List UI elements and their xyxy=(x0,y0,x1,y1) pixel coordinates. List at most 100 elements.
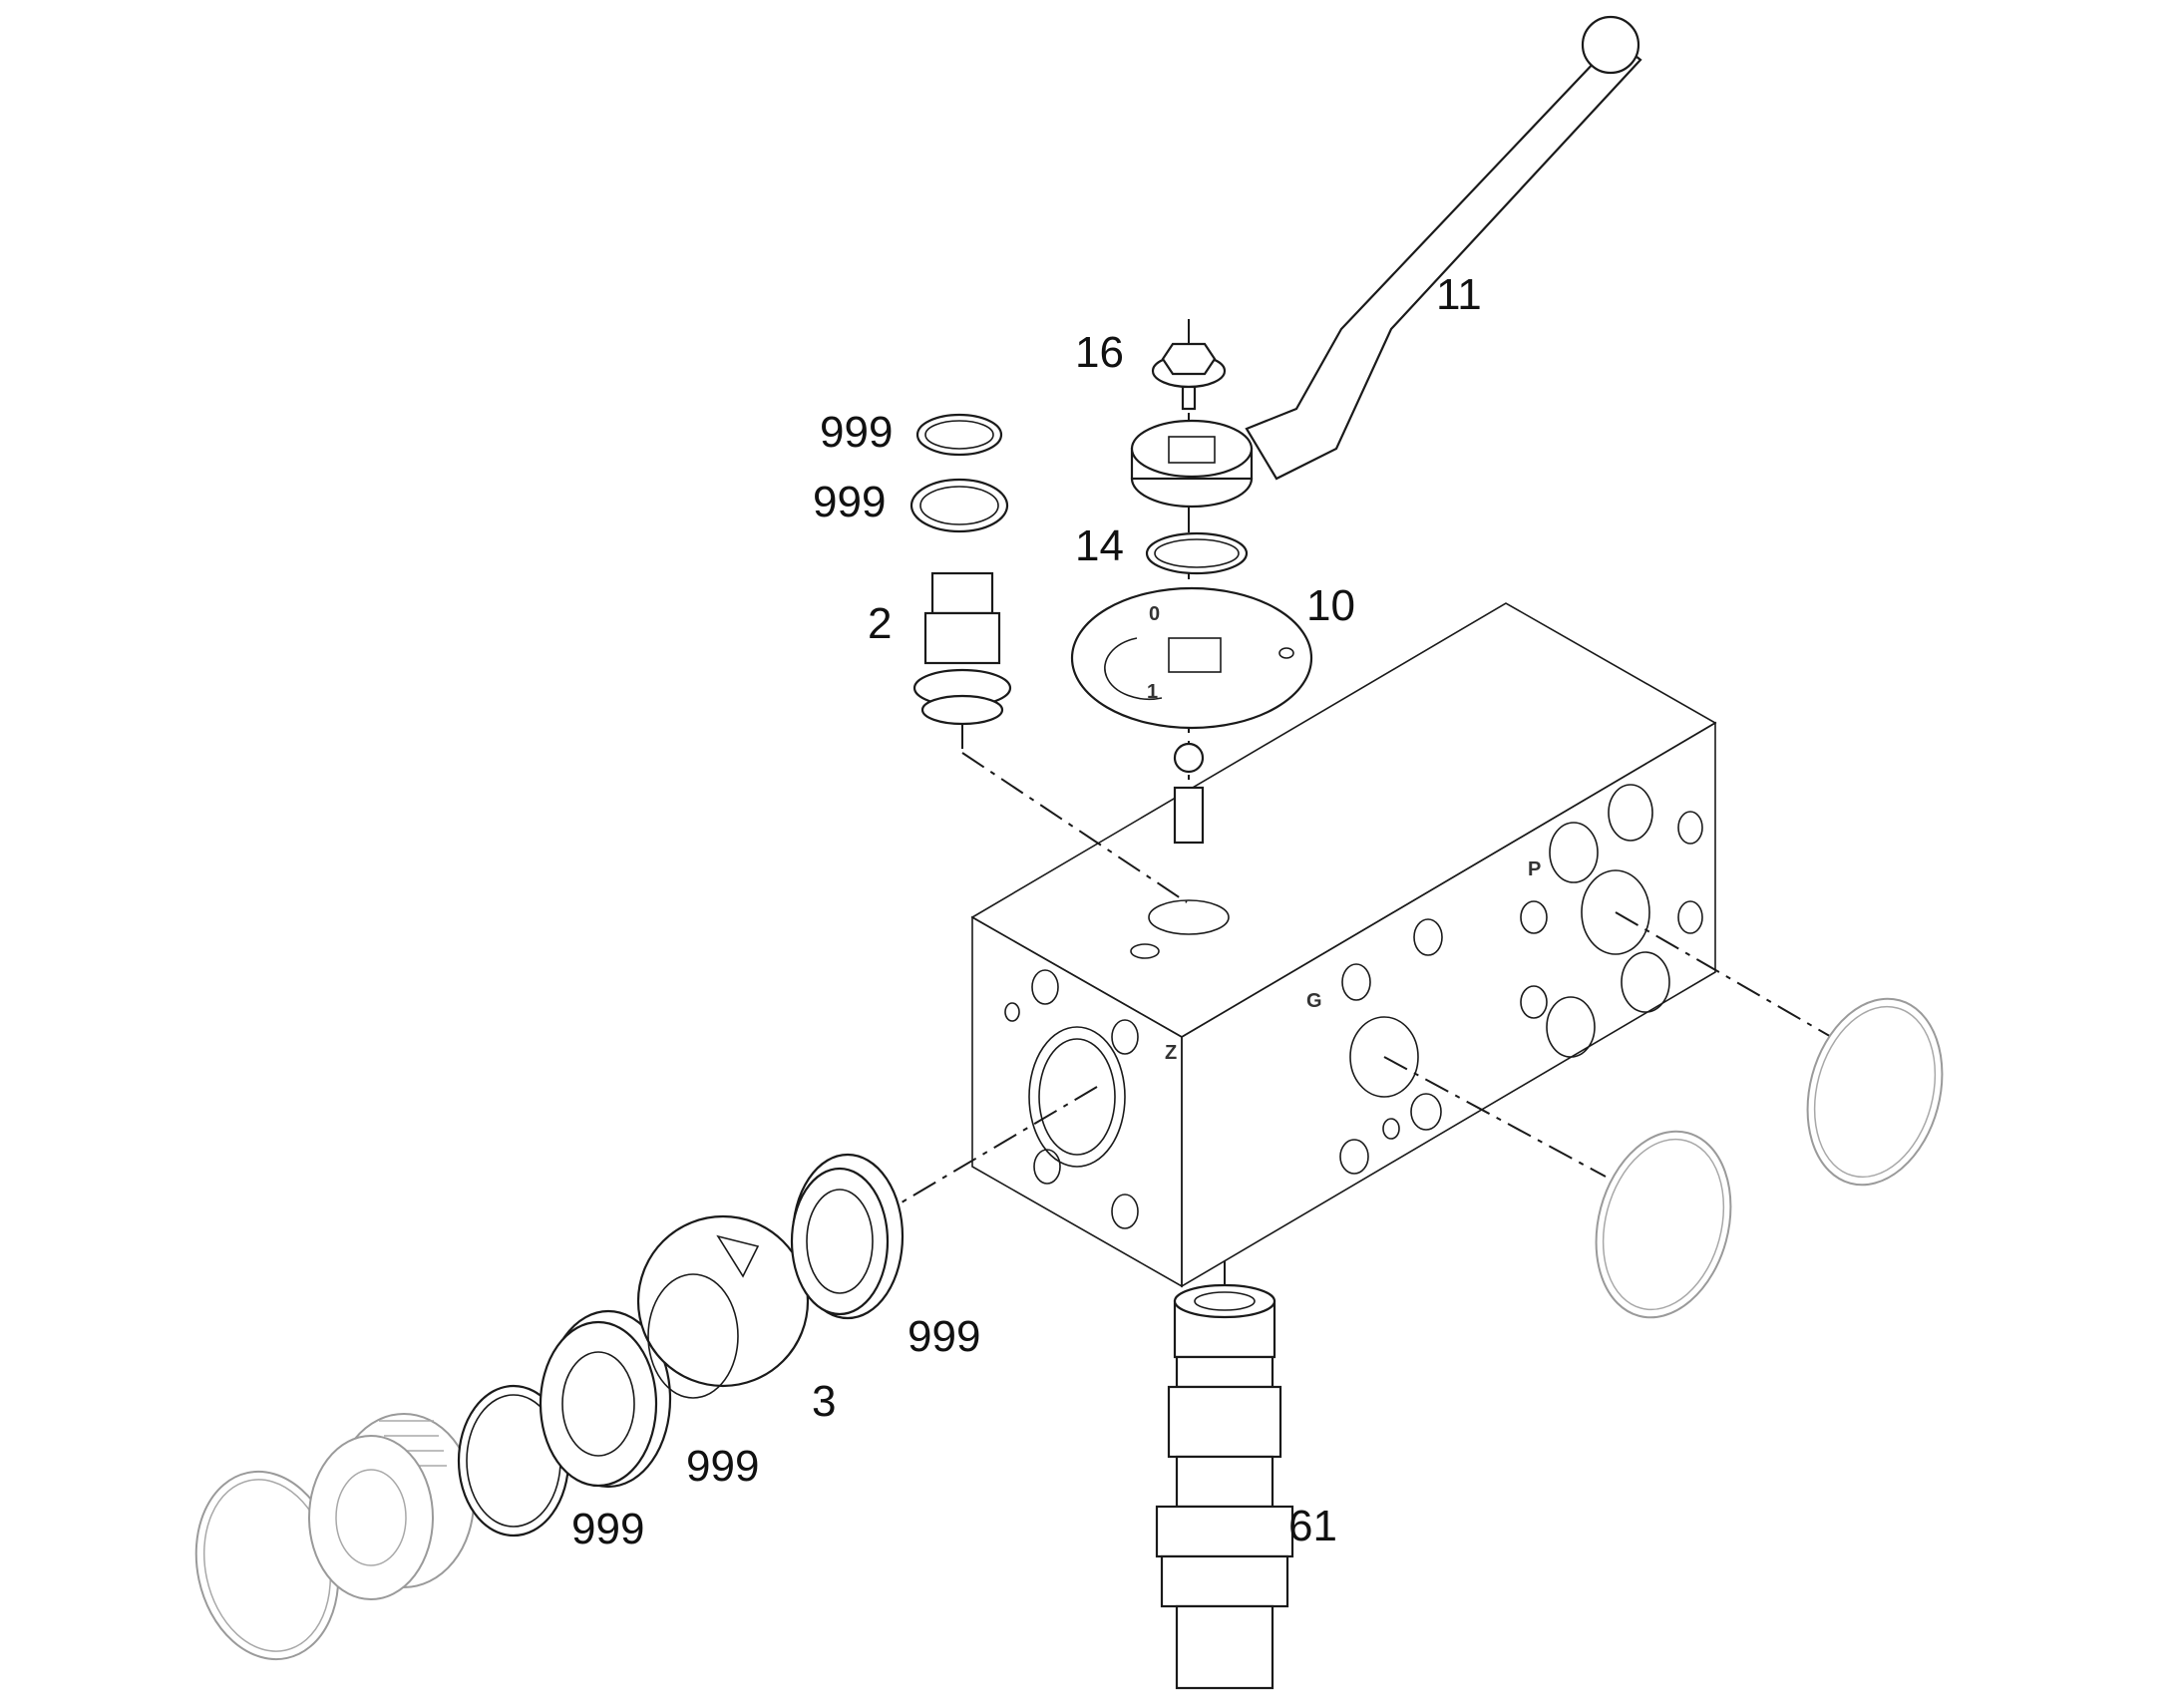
dust-cap-g xyxy=(1595,1130,1732,1319)
body-front-bore-inner xyxy=(1038,1038,1116,1156)
body-front-hole xyxy=(1033,1149,1061,1185)
rv-body xyxy=(1175,1604,1274,1690)
body-top-port xyxy=(1148,899,1230,935)
end-fitting-front xyxy=(308,1435,434,1600)
rv-neck xyxy=(1175,1455,1274,1509)
callout-2: 2 xyxy=(868,599,892,648)
handle-hub-top xyxy=(1130,419,1254,479)
cartridge-o-rings xyxy=(909,413,1009,533)
threaded-end-fitting xyxy=(308,1413,475,1600)
dust-cap-p xyxy=(1806,997,1944,1187)
detent-pin xyxy=(1173,786,1205,845)
side-small-hole xyxy=(1382,1118,1400,1140)
screw-16 xyxy=(1151,342,1227,411)
ball-3-slot xyxy=(716,1234,760,1278)
plate-mark-1: 1 xyxy=(1147,681,1158,703)
stop-plate-hole xyxy=(1278,647,1294,659)
ball-3-bore xyxy=(647,1273,739,1399)
handle-knob xyxy=(1581,15,1640,75)
line-cartridge-to-body xyxy=(961,752,1188,903)
body-mark-g: G xyxy=(1306,990,1322,1012)
cartridge-2-stem xyxy=(930,571,994,615)
side-hole-large xyxy=(1608,784,1653,842)
side-hole xyxy=(1677,900,1703,934)
callout-999-d: 999 xyxy=(686,1442,759,1491)
cartridge-2-base xyxy=(920,694,1004,726)
detent-ball xyxy=(1173,742,1205,774)
body-mark-z: Z xyxy=(1165,1042,1177,1064)
body-mark-p: P xyxy=(1528,858,1541,880)
rv-top-inner xyxy=(1194,1291,1256,1311)
rv-top xyxy=(1173,1283,1276,1319)
side-hole xyxy=(1520,985,1548,1019)
o-ring-999-a-inner xyxy=(924,420,994,450)
handle-hub-square xyxy=(1168,436,1216,464)
body-side-face xyxy=(1181,721,1716,1288)
side-hole-large xyxy=(1549,822,1599,883)
end-fitting-bore xyxy=(335,1469,407,1566)
relief-valve-61 xyxy=(1155,1283,1294,1690)
circlip-14 xyxy=(1145,531,1249,575)
seat-ring-999-c-bore xyxy=(806,1189,874,1294)
stop-plate-disc xyxy=(1070,586,1313,730)
callout-labels: 11 16 999 999 14 10 2 999 3 999 999 61 xyxy=(571,270,1482,1553)
callout-999-a: 999 xyxy=(820,408,893,457)
dust-cap-g-rim xyxy=(1602,1138,1725,1311)
ball-3 xyxy=(636,1214,810,1388)
body-front-hole xyxy=(1111,1194,1139,1229)
side-hole xyxy=(1520,900,1548,934)
body-front-hole xyxy=(1031,969,1059,1005)
dust-cap-p-rim xyxy=(1813,1005,1937,1179)
side-hole-large xyxy=(1546,996,1596,1058)
callout-999-b: 999 xyxy=(813,478,886,526)
body-front-face xyxy=(971,915,1183,1288)
port-g xyxy=(1349,1016,1419,1098)
body-top-pin-hole xyxy=(1130,943,1160,959)
o-ring-999-b-inner xyxy=(919,486,999,525)
ball-seat-stack xyxy=(457,1153,905,1537)
side-hole xyxy=(1413,918,1443,956)
rv-thread xyxy=(1167,1385,1282,1459)
callout-999-e: 999 xyxy=(571,1505,644,1553)
callout-3: 3 xyxy=(812,1377,836,1426)
o-ring-999-b xyxy=(909,478,1009,533)
screw-16-shank xyxy=(1181,385,1197,411)
line-port-p xyxy=(1615,911,1841,1043)
callout-999-c: 999 xyxy=(908,1312,980,1361)
stop-plate-square xyxy=(1168,637,1222,673)
body-front-hole xyxy=(1111,1019,1139,1055)
rv-hex-2 xyxy=(1160,1554,1289,1608)
screw-16-head xyxy=(1161,342,1217,376)
dust-caps xyxy=(194,997,1944,1661)
port-p xyxy=(1581,869,1650,955)
side-hole xyxy=(1339,1139,1369,1175)
callout-61: 61 xyxy=(1288,1502,1337,1550)
end-fitting-thread xyxy=(379,1420,447,1467)
callout-16: 16 xyxy=(1075,328,1124,377)
rv-hex-1 xyxy=(1155,1505,1294,1558)
handle-lever xyxy=(1245,38,1642,481)
cartridge-2 xyxy=(912,571,1012,726)
o-ring-999-a xyxy=(915,413,1003,457)
seat-ring-999-d-bore xyxy=(561,1351,635,1457)
side-hole xyxy=(1677,811,1703,845)
callout-11: 11 xyxy=(1436,270,1482,319)
side-hole-large xyxy=(1621,951,1670,1013)
callout-10: 10 xyxy=(1306,581,1355,630)
valve-body: Z G P xyxy=(970,602,1717,1288)
line-port-g xyxy=(1383,1056,1607,1178)
circlip-14-inner xyxy=(1154,538,1240,568)
cartridge-2-body xyxy=(923,611,1001,665)
plate-mark-0: 0 xyxy=(1149,603,1160,625)
handle-11 xyxy=(1130,15,1642,509)
stop-plate-slot xyxy=(1104,637,1163,701)
assembly-lines xyxy=(308,319,1841,1566)
seat-ring-999-d-face xyxy=(539,1320,658,1488)
side-hole xyxy=(1410,1093,1442,1131)
side-hole xyxy=(1341,963,1371,1001)
body-front-small-hole xyxy=(1004,1002,1020,1022)
rv-seal xyxy=(1175,1355,1274,1389)
body-front-bore xyxy=(1028,1026,1126,1168)
